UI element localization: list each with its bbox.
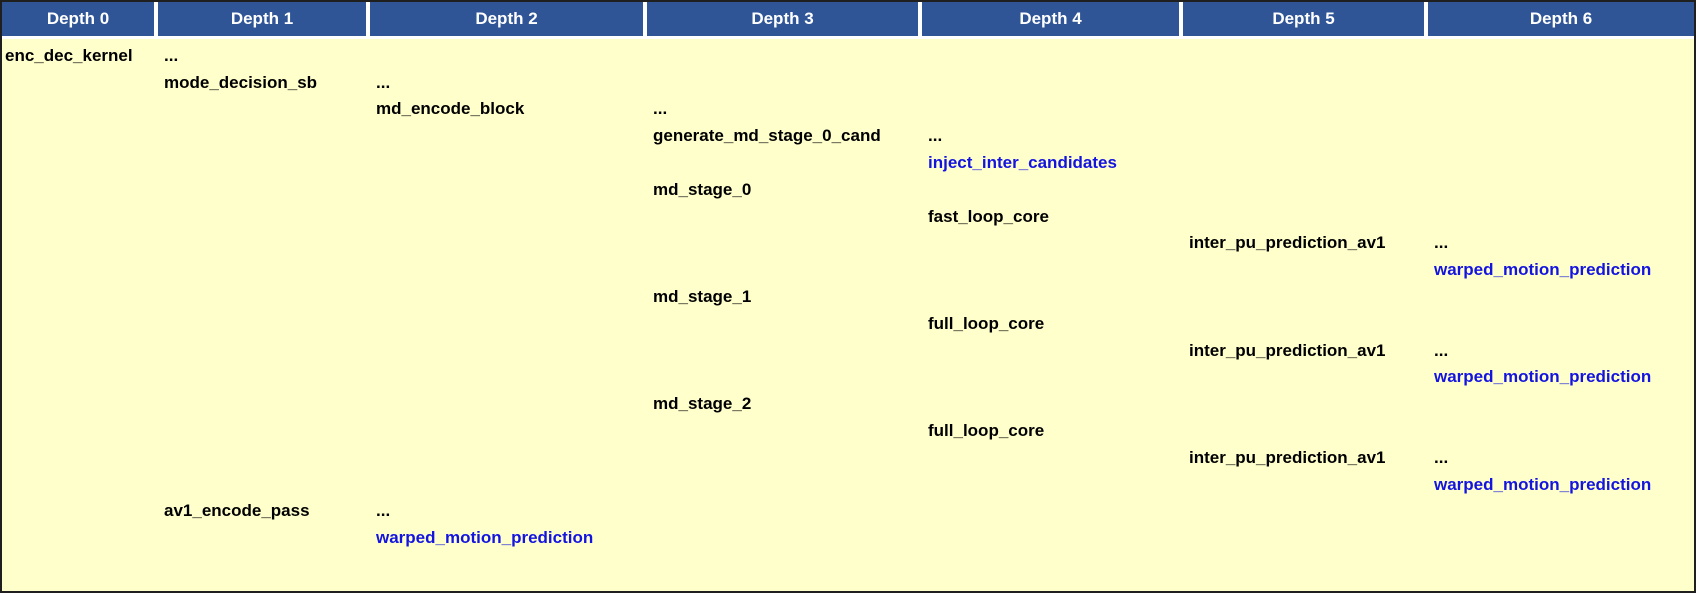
call-tree-row: md_stage_2 <box>2 390 1694 417</box>
header-cell-depth-4: Depth 4 <box>922 2 1179 36</box>
collapsed-calls-ellipsis: ... <box>928 126 943 146</box>
header-cell-depth-2: Depth 2 <box>370 2 643 36</box>
call-tree-row: enc_dec_kernel... <box>2 42 1694 69</box>
function-name: generate_md_stage_0_cand <box>653 126 881 146</box>
call-tree-body: enc_dec_kernel...mode_decision_sb...md_e… <box>2 39 1694 552</box>
function-link[interactable]: warped_motion_prediction <box>1434 367 1652 387</box>
header-cell-depth-6: Depth 6 <box>1428 2 1694 36</box>
function-name: md_stage_2 <box>653 394 752 414</box>
function-name: md_stage_1 <box>653 287 752 307</box>
header-cell-depth-3: Depth 3 <box>647 2 918 36</box>
call-tree-row: inter_pu_prediction_av1... <box>2 337 1694 364</box>
call-tree-row: full_loop_core <box>2 417 1694 444</box>
call-tree-row: md_stage_0 <box>2 176 1694 203</box>
collapsed-calls-ellipsis: ... <box>1434 233 1449 253</box>
call-tree-row: warped_motion_prediction <box>2 256 1694 283</box>
header-cell-depth-0: Depth 0 <box>2 2 154 36</box>
call-tree-row: warped_motion_prediction <box>2 524 1694 551</box>
call-tree-row: av1_encode_pass... <box>2 498 1694 525</box>
function-name: mode_decision_sb <box>164 72 318 92</box>
collapsed-calls-ellipsis: ... <box>1434 447 1449 467</box>
call-tree-row: mode_decision_sb... <box>2 69 1694 96</box>
call-tree-row: full_loop_core <box>2 310 1694 337</box>
function-name: full_loop_core <box>928 313 1045 333</box>
collapsed-calls-ellipsis: ... <box>1434 340 1449 360</box>
header-cell-depth-1: Depth 1 <box>158 2 366 36</box>
collapsed-calls-ellipsis: ... <box>164 45 179 65</box>
function-link[interactable]: warped_motion_prediction <box>376 528 594 548</box>
call-tree-row: fast_loop_core <box>2 203 1694 230</box>
call-tree-row: inter_pu_prediction_av1... <box>2 230 1694 257</box>
header-cell-depth-5: Depth 5 <box>1183 2 1424 36</box>
call-tree-row: warped_motion_prediction <box>2 364 1694 391</box>
function-name: inter_pu_prediction_av1 <box>1189 447 1386 467</box>
function-name: full_loop_core <box>928 421 1045 441</box>
call-tree-row: md_stage_1 <box>2 283 1694 310</box>
function-name: av1_encode_pass <box>164 501 310 521</box>
call-tree-row: inject_inter_candidates <box>2 149 1694 176</box>
function-link[interactable]: warped_motion_prediction <box>1434 260 1652 280</box>
collapsed-calls-ellipsis: ... <box>376 501 391 521</box>
call-tree-row: generate_md_stage_0_cand... <box>2 122 1694 149</box>
function-name: inter_pu_prediction_av1 <box>1189 340 1386 360</box>
call-tree-row: warped_motion_prediction <box>2 471 1694 498</box>
collapsed-calls-ellipsis: ... <box>653 99 668 119</box>
function-name: inter_pu_prediction_av1 <box>1189 233 1386 253</box>
call-tree-row: inter_pu_prediction_av1... <box>2 444 1694 471</box>
call-tree-row: md_encode_block... <box>2 96 1694 123</box>
function-name: fast_loop_core <box>928 206 1049 226</box>
function-link[interactable]: inject_inter_candidates <box>928 153 1117 173</box>
function-name: md_encode_block <box>376 99 525 119</box>
function-name: md_stage_0 <box>653 179 752 199</box>
function-name: enc_dec_kernel <box>5 45 133 65</box>
function-link[interactable]: warped_motion_prediction <box>1434 474 1652 494</box>
collapsed-calls-ellipsis: ... <box>376 72 391 92</box>
